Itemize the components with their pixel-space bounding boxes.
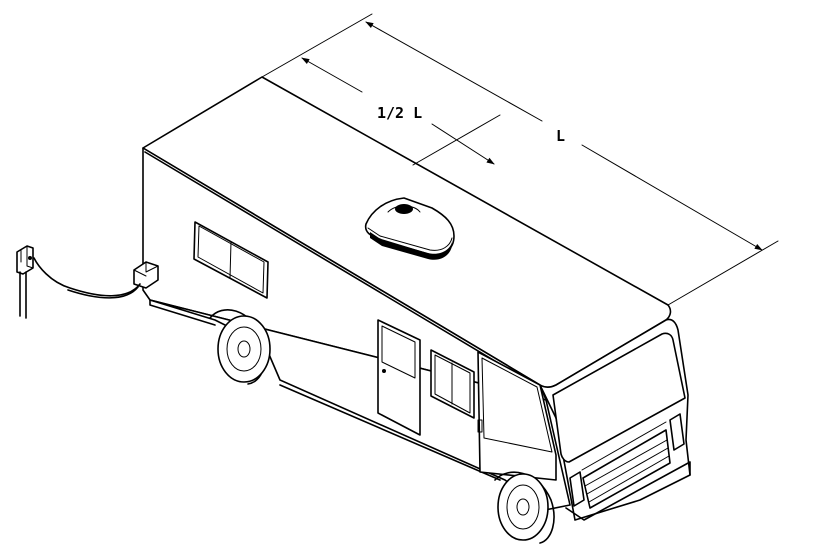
rear-wheel [209, 309, 271, 385]
power-plug [16, 245, 34, 319]
cab-door [477, 351, 557, 481]
entry-door [377, 319, 421, 436]
half-length-label: 1/2 L [377, 104, 422, 122]
headlight-left [569, 471, 585, 507]
power-inlet [133, 261, 159, 289]
mid-side-window [430, 349, 475, 419]
front-wheel [494, 471, 555, 544]
rv-body [142, 76, 691, 521]
dimension-lines [261, 13, 779, 306]
rooftop-ac-unit [364, 197, 455, 260]
front-grille [581, 421, 671, 509]
windshield [552, 332, 686, 463]
headlight-right [669, 413, 685, 451]
full-length-label: L [556, 127, 565, 145]
power-cord [33, 257, 141, 297]
rear-side-window [193, 221, 269, 299]
